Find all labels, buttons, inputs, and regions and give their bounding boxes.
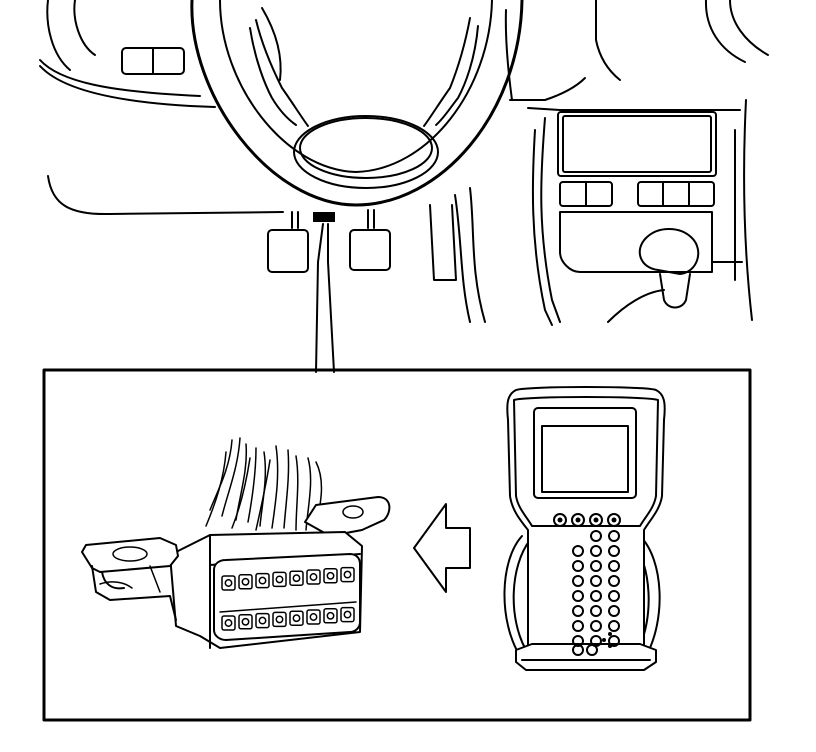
scan-tool-function-key (572, 514, 584, 526)
connector-pin (290, 611, 303, 625)
connector-pin (256, 574, 269, 588)
connector-pin (341, 568, 354, 582)
scan-tool-function-key (608, 514, 620, 526)
data-link-connector (82, 438, 389, 648)
scan-tool-key (609, 636, 619, 646)
connector-pin (273, 612, 286, 626)
inset-frame (44, 370, 750, 720)
scan-tool-key (609, 606, 619, 616)
scan-tool-function-key (554, 514, 566, 526)
scan-tool-key (573, 591, 583, 601)
connector-pin (273, 572, 286, 586)
scan-tool-function-key (590, 514, 602, 526)
connector-pin (256, 614, 269, 628)
scan-tool-key (573, 606, 583, 616)
scan-tool-key (591, 561, 601, 571)
pedals (268, 205, 456, 280)
connector-pin (324, 609, 337, 623)
scan-tool-key (609, 576, 619, 586)
connector-pin (290, 571, 303, 585)
scan-tool-base (516, 644, 656, 670)
scan-tool-key (609, 546, 619, 556)
scan-tool-key (573, 561, 583, 571)
car-interior (40, 0, 768, 372)
scan-tool-key (587, 645, 597, 655)
scan-tool-indicator-dot (602, 638, 606, 642)
scan-tool-key (573, 645, 583, 655)
scan-tool-key (591, 531, 601, 541)
scan-tool-key (591, 546, 601, 556)
leader-line (316, 224, 334, 372)
scan-tool-screen-frame (534, 408, 636, 498)
connector-pin (307, 610, 320, 624)
scan-tool-key (609, 531, 619, 541)
scan-tool-key (573, 576, 583, 586)
connector-pin (222, 616, 235, 630)
scan-tool-key (573, 546, 583, 556)
scan-tool-key (609, 621, 619, 631)
connector-pin (324, 569, 337, 583)
scan-tool-keypad (554, 514, 620, 655)
connector-pin (307, 570, 320, 584)
scan-tool-key (591, 606, 601, 616)
connector-pin (239, 615, 252, 629)
connector-pin (239, 575, 252, 589)
scan-tool-left-grip (504, 536, 530, 656)
scan-tool-key (591, 621, 601, 631)
dashboard-left (40, 0, 283, 214)
steering-wheel (192, 0, 522, 205)
connector-pin (341, 608, 354, 622)
center-console (455, 0, 768, 325)
connector-face (214, 554, 360, 640)
connector-pin (222, 576, 235, 590)
scan-tool-key (609, 591, 619, 601)
scan-tool-key (609, 561, 619, 571)
scan-tool-key (591, 576, 601, 586)
scan-tool (504, 387, 664, 670)
dlc-location-marker (313, 212, 335, 222)
connection-arrow (414, 504, 470, 592)
scan-tool-key (591, 591, 601, 601)
scan-tool-indicator-dot (608, 632, 612, 636)
connector-wires (206, 438, 321, 530)
scan-tool-key (573, 621, 583, 631)
connector-pin-grid (222, 568, 354, 630)
scan-tool-screen (542, 426, 628, 492)
connector-tab-left (82, 538, 178, 572)
scan-tool-indicator-dot (608, 644, 612, 648)
